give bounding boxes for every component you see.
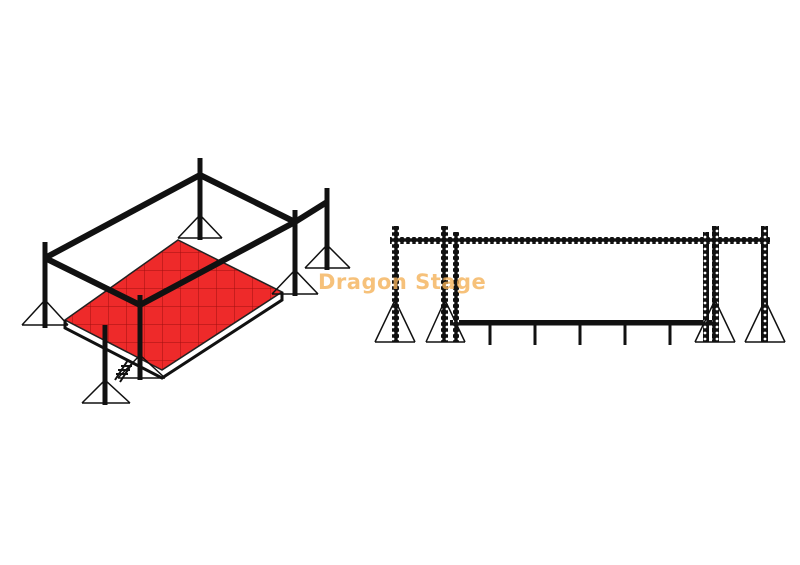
watermark: Dragon Stage bbox=[318, 270, 487, 294]
front-view bbox=[374, 226, 786, 345]
front-bases bbox=[374, 298, 786, 343]
stairs bbox=[114, 359, 134, 383]
top-truss bbox=[390, 237, 770, 244]
truss-towers bbox=[42, 158, 330, 405]
front-towers bbox=[392, 226, 768, 342]
deck-front bbox=[450, 320, 715, 325]
tower-bases bbox=[21, 213, 351, 404]
deck-legs bbox=[488, 325, 672, 345]
stage-deck bbox=[63, 239, 284, 371]
truss-beams bbox=[43, 172, 329, 308]
isometric-view bbox=[21, 158, 351, 405]
